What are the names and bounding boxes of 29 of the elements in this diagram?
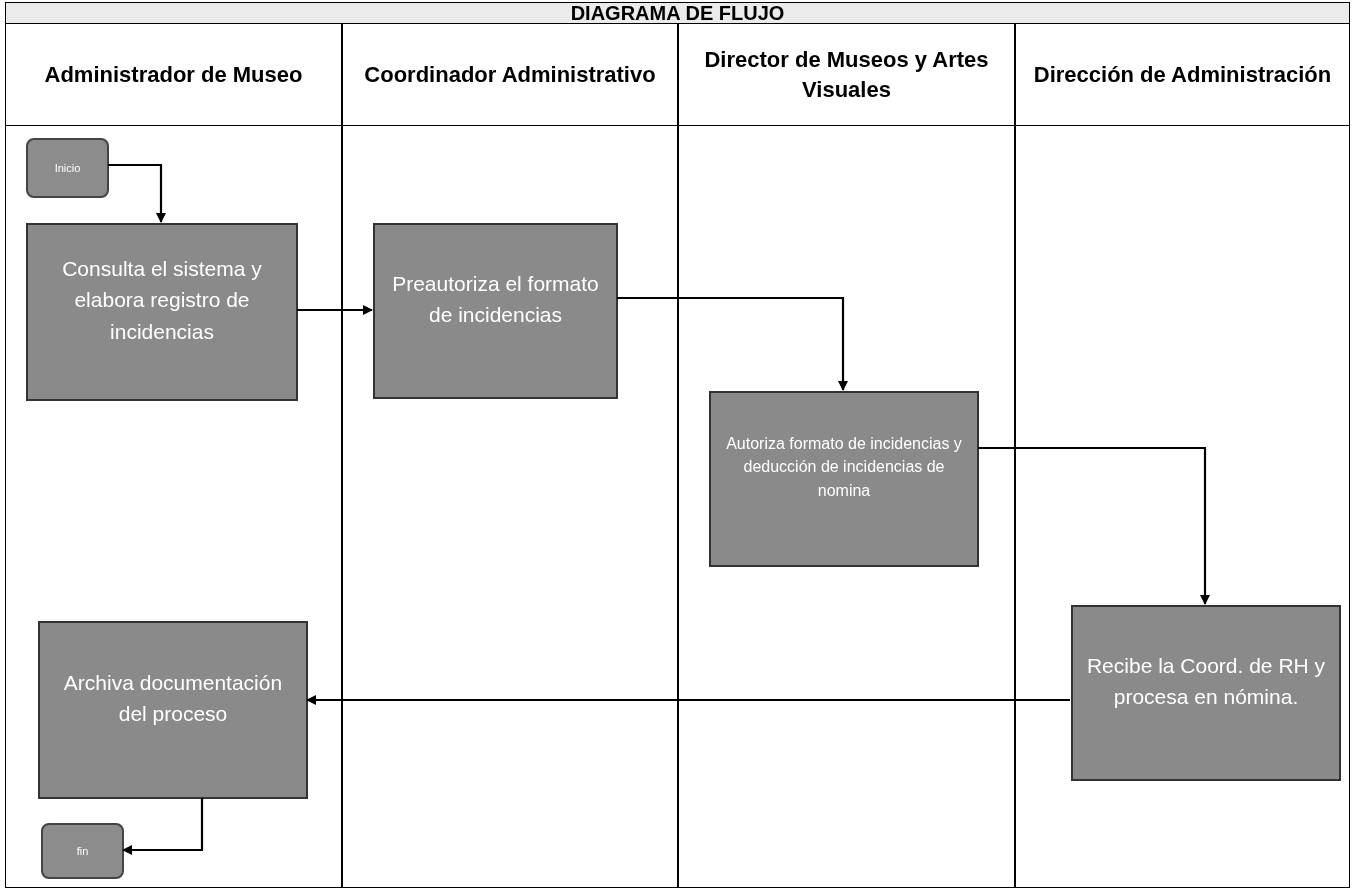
arrow — [122, 798, 204, 855]
process-label: Consulta el sistema y elabora registro de incidencias — [61, 255, 263, 345]
lane-header: Coordinador Administrativo — [364, 60, 656, 89]
swimlane — [678, 23, 1015, 888]
arrow — [617, 296, 848, 391]
process-box — [709, 391, 979, 567]
arrow — [978, 446, 1210, 605]
process-box — [1071, 605, 1341, 781]
lane-header: Administrador de Museo — [44, 60, 303, 89]
process-box — [38, 621, 308, 799]
arrow — [108, 163, 166, 223]
terminal-box — [26, 138, 109, 198]
process-label: Recibe la Coord. de RH y procesa en nómina. — [1085, 652, 1327, 710]
process-label: Archiva documentación del proceso — [62, 669, 284, 727]
terminal-box — [41, 823, 124, 879]
arrow — [297, 305, 373, 315]
process-label: Autoriza formato de incidencias y deducción de incidencias de nomina — [725, 434, 963, 501]
process-box — [373, 223, 618, 399]
lane-header: Director de Museos y Artes Visuales — [703, 45, 990, 104]
process-label: Preautoriza el formato de incidencias — [391, 270, 600, 328]
lane-header: Dirección de Administración — [1033, 60, 1332, 89]
process-box — [26, 223, 298, 401]
arrow — [306, 695, 1070, 705]
swimlane — [5, 23, 342, 888]
swimlane — [1015, 23, 1350, 888]
diagram-title: DIAGRAMA DE FLUJO — [570, 3, 785, 23]
terminal-label: Inicio — [54, 160, 81, 176]
terminal-label: fin — [76, 843, 89, 859]
swimlane — [342, 23, 678, 888]
